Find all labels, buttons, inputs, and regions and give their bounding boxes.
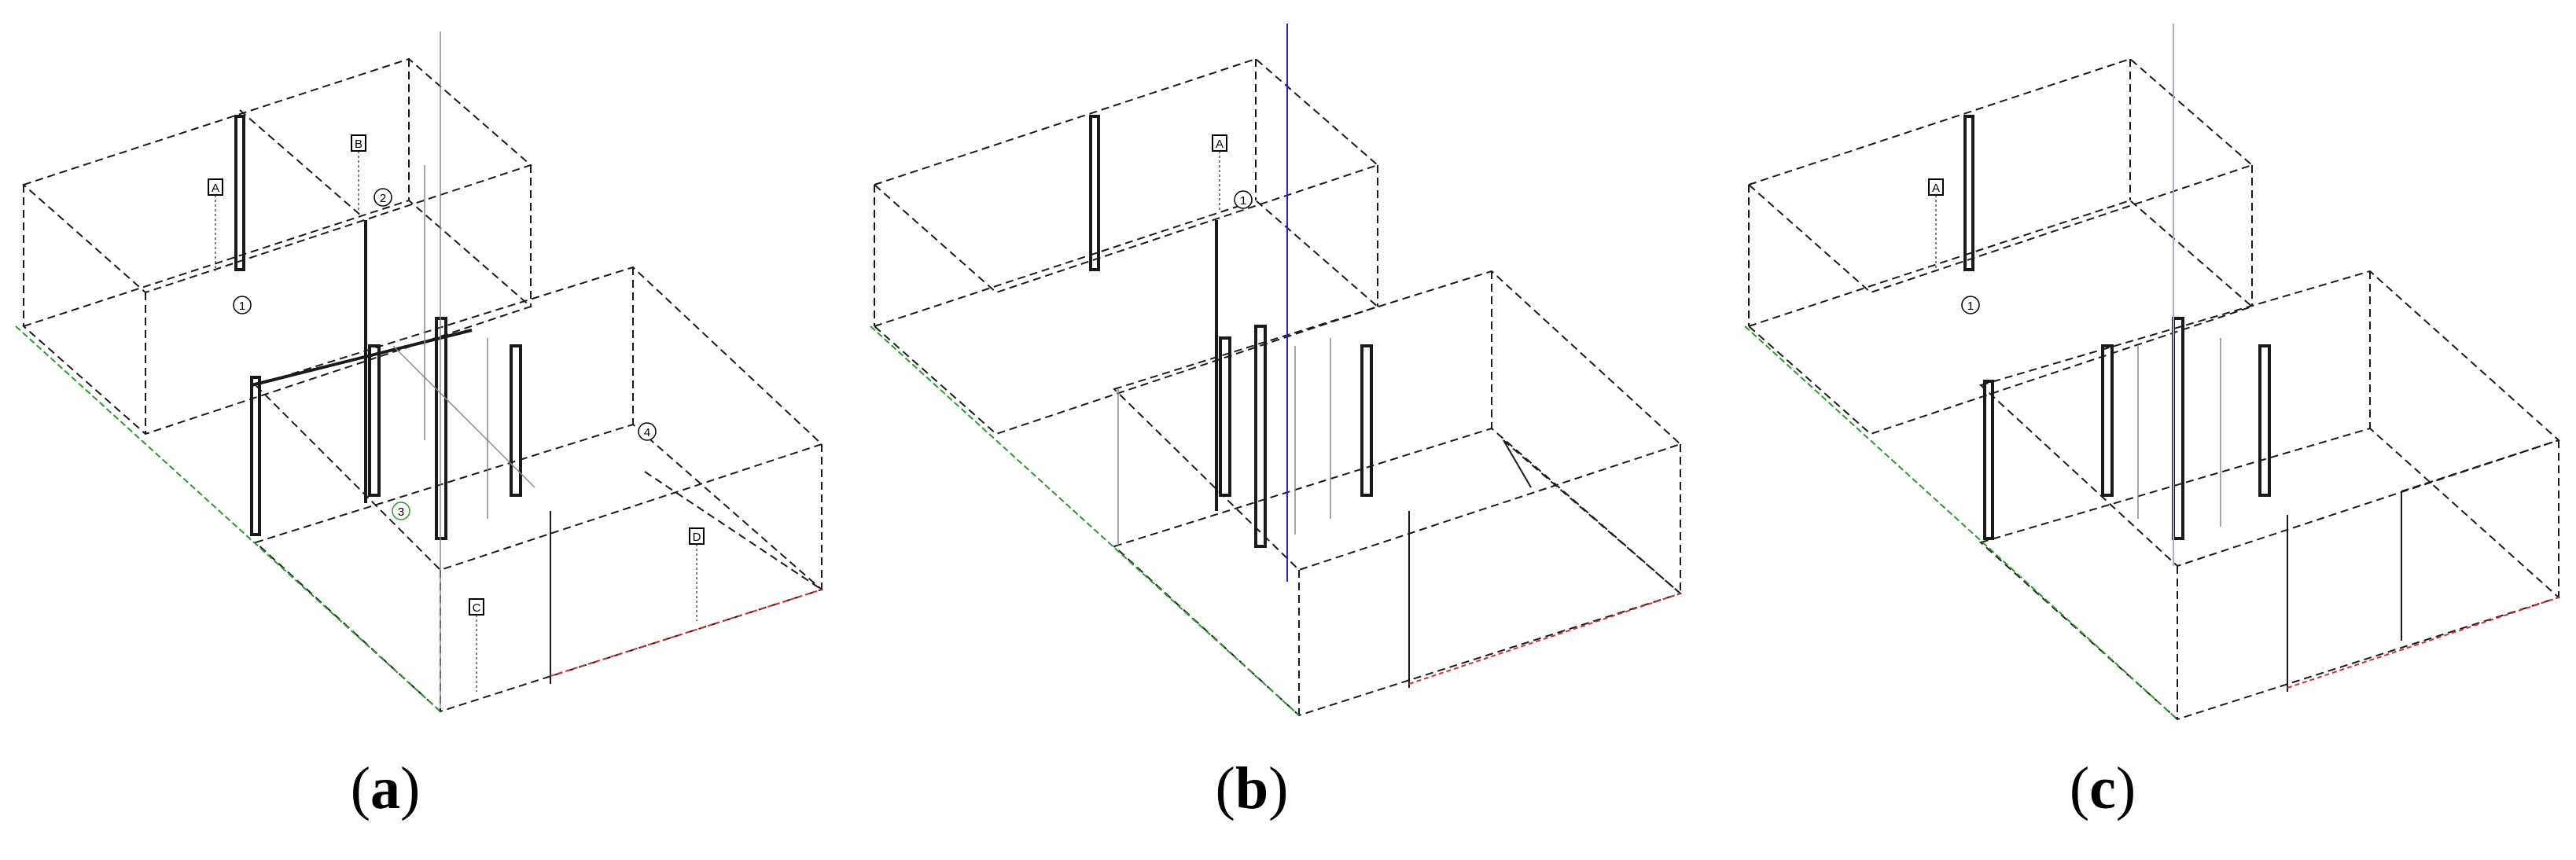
- wireframe-c: A 1: [1744, 24, 2560, 721]
- panel-c: A 1 (c): [1717, 0, 2576, 860]
- tag-b-A: A: [1212, 134, 1227, 212]
- svg-text:D: D: [693, 531, 701, 544]
- marker-b-1: 1: [1234, 190, 1253, 209]
- svg-text:B: B: [355, 138, 362, 151]
- svg-text:1: 1: [1967, 300, 1974, 313]
- svg-text:4: 4: [644, 426, 650, 439]
- marker-c-1: 1: [1961, 296, 1980, 314]
- svg-text:C: C: [473, 601, 481, 615]
- svg-text:A: A: [212, 182, 219, 195]
- svg-text:1: 1: [1240, 194, 1246, 208]
- marker-a-4: 4: [638, 422, 657, 441]
- marker-a-3: 3: [392, 502, 410, 520]
- wireframe-b: A 1: [870, 24, 1682, 717]
- tag-c-A: A: [1928, 178, 1944, 271]
- marker-a-1: 1: [233, 296, 252, 314]
- svg-text:A: A: [1932, 182, 1940, 195]
- tag-a-C: C: [469, 598, 484, 692]
- caption-b: (b): [1215, 755, 1289, 821]
- caption-c: (c): [2069, 755, 2136, 821]
- svg-text:3: 3: [398, 505, 404, 519]
- tag-a-A: A: [208, 178, 223, 271]
- tag-a-D: D: [689, 527, 705, 621]
- tag-a-B: B: [351, 134, 366, 212]
- svg-text:2: 2: [380, 192, 386, 205]
- panel-a: A B C D 1 2 3: [0, 0, 859, 860]
- caption-a: (a): [350, 755, 421, 821]
- svg-text:1: 1: [239, 300, 245, 313]
- svg-text:A: A: [1216, 138, 1224, 151]
- wireframe-a: A B C D 1 2 3: [15, 31, 823, 713]
- marker-a-2: 2: [374, 188, 392, 207]
- panel-b: A 1 (b): [859, 0, 1717, 860]
